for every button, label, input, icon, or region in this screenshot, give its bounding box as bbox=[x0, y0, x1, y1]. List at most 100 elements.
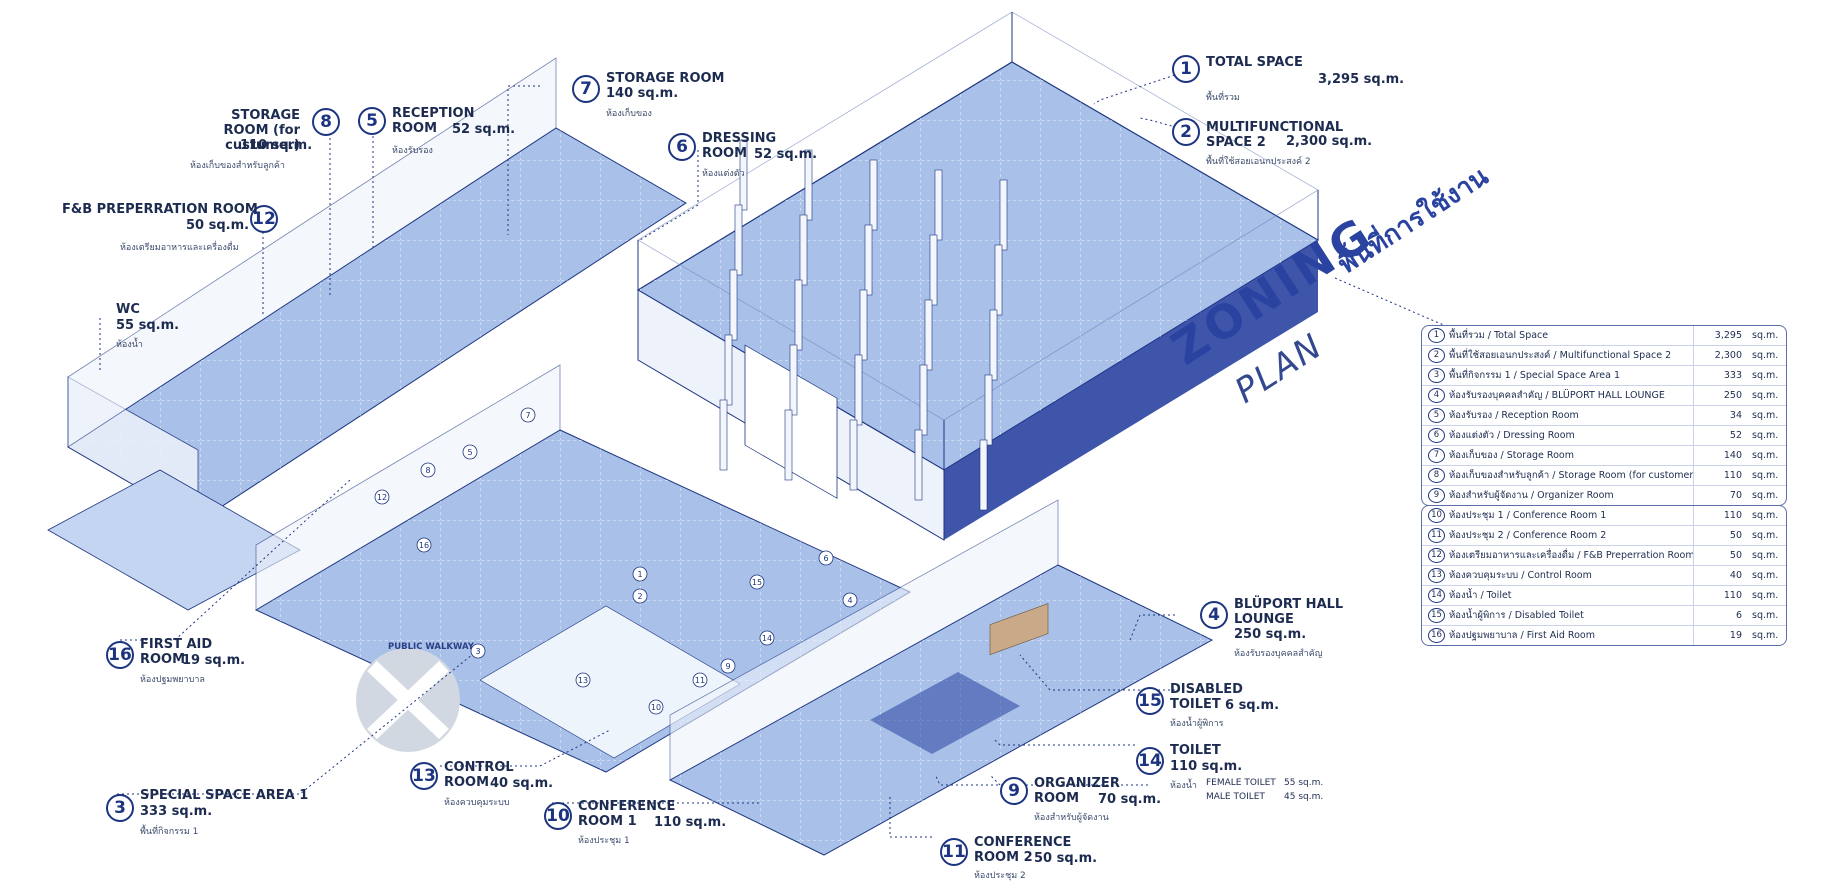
legend-room-name: ห้องน้ำ / Toilet bbox=[1449, 590, 1512, 601]
legend-area-unit: sq.m. bbox=[1752, 350, 1779, 361]
floor-marker-number: 3 bbox=[475, 647, 480, 656]
callout-thai-label: ห้องควบคุมระบบ bbox=[444, 798, 510, 808]
legend-room-name: ห้องเก็บของ / Storage Room bbox=[1449, 450, 1574, 461]
callout-title: WC bbox=[116, 302, 140, 317]
floor-marker-circle bbox=[692, 672, 708, 688]
legend-area-unit: sq.m. bbox=[1752, 630, 1779, 641]
legend-area-unit: sq.m. bbox=[1752, 490, 1779, 501]
legend-area-value: 19 bbox=[1693, 626, 1748, 645]
callout-area: 70 sq.m. bbox=[1098, 792, 1162, 807]
floor-marker-number: 11 bbox=[695, 676, 705, 685]
floor-marker-number: 6 bbox=[823, 554, 828, 563]
legend-number: 5 bbox=[1428, 408, 1445, 423]
floor-marker-number: 13 bbox=[578, 676, 588, 685]
hall-column bbox=[729, 269, 738, 341]
public-walkway-label: PUBLIC WALKWAY bbox=[388, 642, 474, 652]
legend-area-value: 6 bbox=[1693, 606, 1748, 625]
callout-thai-label: ห้องเก็บของสำหรับลูกค้า bbox=[190, 161, 285, 171]
floor-marker-number: 15 bbox=[752, 578, 762, 587]
legend-number: 9 bbox=[1428, 488, 1445, 503]
callout-area: 52 sq.m. bbox=[754, 147, 818, 162]
callout-area: 250 sq.m. bbox=[1234, 627, 1307, 642]
callout-number-badge: 6 bbox=[668, 133, 696, 161]
callout-title: TOTAL SPACE bbox=[1206, 55, 1303, 70]
floor-marker-circle bbox=[575, 672, 591, 688]
legend-room-name: พื้นที่กิจกรรม 1 / Special Space Area 1 bbox=[1449, 370, 1621, 381]
legend-number: 3 bbox=[1428, 368, 1445, 383]
callout-thai-label: ห้องน้ำ bbox=[116, 340, 143, 350]
callout-thai-label: ห้องปฐมพยาบาล bbox=[140, 675, 205, 685]
floor-marker-number: 4 bbox=[847, 596, 852, 605]
floor-marker-number: 16 bbox=[419, 541, 429, 550]
legend-room-name: ห้องเตรียมอาหารและเครื่องดื่ม / F&B Prep… bbox=[1449, 550, 1693, 561]
hall-column bbox=[999, 179, 1008, 251]
hall-column bbox=[799, 214, 808, 286]
legend-area-unit: sq.m. bbox=[1752, 590, 1779, 601]
floor-marker-circle bbox=[520, 407, 536, 423]
hall-column bbox=[979, 439, 988, 511]
floor-marker-circle bbox=[818, 550, 834, 566]
callout-title: RECEPTION ROOM bbox=[392, 106, 475, 136]
legend-area-unit: sq.m. bbox=[1752, 550, 1779, 561]
legend-number: 10 bbox=[1428, 508, 1445, 523]
callout-area: 6 sq.m. bbox=[1225, 698, 1280, 713]
floor-marker-number: 8 bbox=[425, 466, 430, 475]
callout-number-badge: 13 bbox=[410, 762, 438, 790]
legend-number: 4 bbox=[1428, 388, 1445, 403]
hall-column bbox=[794, 279, 803, 351]
hall-column bbox=[989, 309, 998, 381]
callout-number-badge: 8 bbox=[312, 108, 340, 136]
callout-title: MULTIFUNCTIONAL SPACE 2 bbox=[1206, 120, 1344, 150]
floor-marker-circle bbox=[470, 643, 486, 659]
floor-marker-circle bbox=[416, 537, 432, 553]
male-toilet-area: 45 sq.m. bbox=[1284, 792, 1324, 802]
legend-number: 11 bbox=[1428, 528, 1445, 543]
hall-column bbox=[739, 139, 748, 211]
hall-column bbox=[849, 419, 858, 491]
callout-thai-label: ห้องแต่งตัว bbox=[702, 169, 745, 179]
hall-column bbox=[914, 429, 923, 501]
callout-title: F&B PREPERRATION ROOM bbox=[62, 202, 258, 217]
callout-area: 50 sq.m. bbox=[186, 218, 250, 233]
service-wing bbox=[47, 57, 687, 611]
callout-area: 3,295 sq.m. bbox=[1318, 72, 1405, 87]
floor-marker-number: 9 bbox=[725, 662, 730, 671]
callout-number-badge: 5 bbox=[358, 107, 386, 135]
legend-number: 13 bbox=[1428, 568, 1445, 583]
floor-marker-number: 1 bbox=[637, 570, 642, 579]
callout-number-badge: 3 bbox=[106, 794, 134, 822]
hall-column bbox=[724, 334, 733, 406]
hall-column bbox=[919, 364, 928, 436]
callout-area: 19 sq.m. bbox=[182, 653, 246, 668]
legend-room-name: ห้องแต่งตัว / Dressing Room bbox=[1449, 430, 1575, 441]
legend-area-unit: sq.m. bbox=[1752, 430, 1779, 441]
legend-area-unit: sq.m. bbox=[1752, 470, 1779, 481]
hall-columns bbox=[719, 139, 1008, 511]
legend-row: 3 พื้นที่กิจกรรม 1 / Special Space Area 1… bbox=[1422, 366, 1786, 386]
callout-number-badge: 12 bbox=[250, 205, 278, 233]
legend-area-unit: sq.m. bbox=[1752, 330, 1779, 341]
callout-thai-label: ห้องประชุม 1 bbox=[578, 836, 630, 846]
legend-room-name: ห้องปฐมพยาบาล / First Aid Room bbox=[1449, 630, 1595, 641]
callout-thai-label: ห้องน้ำผู้พิการ bbox=[1170, 719, 1224, 729]
callout-title: TOILET bbox=[1170, 743, 1221, 758]
hall-column bbox=[854, 354, 863, 426]
legend-area-value: 34 bbox=[1693, 406, 1748, 425]
legend-area-value: 52 bbox=[1693, 426, 1748, 445]
floor-marker-circle bbox=[648, 699, 664, 715]
callout-title: DRESSING ROOM bbox=[702, 131, 777, 161]
floor-marker-circle bbox=[842, 592, 858, 608]
floor-marker-circle bbox=[632, 566, 648, 582]
legend-room-name: ห้องประชุม 2 / Conference Room 2 bbox=[1449, 530, 1607, 541]
